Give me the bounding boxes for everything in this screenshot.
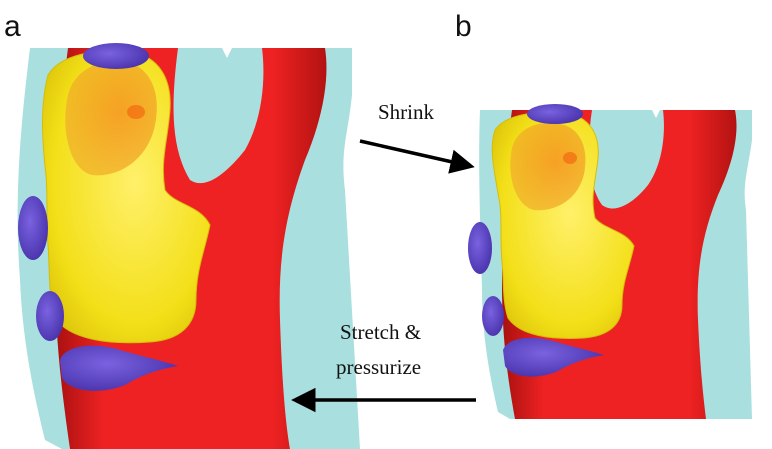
shrink-arrow <box>360 141 470 166</box>
stretch-label-line1: Stretch & <box>340 320 421 344</box>
panel-b-calcification-left-1 <box>468 222 492 274</box>
panel-b-lipid-spot <box>563 152 577 164</box>
panel-a-lipid-spot <box>127 105 145 119</box>
stretch-label-line2: pressurize <box>336 355 421 379</box>
panel-a-label: a <box>4 10 21 43</box>
panel-b-calcification-left-2 <box>482 296 504 336</box>
panel-a-calcification-top <box>83 43 149 69</box>
panel-b: b <box>455 10 752 419</box>
panel-b-calcification-top <box>527 104 583 124</box>
panel-a: a <box>4 10 360 449</box>
panel-b-label: b <box>455 10 472 43</box>
shrink-label: Shrink <box>378 100 435 124</box>
panel-a-calcification-left-2 <box>36 291 64 341</box>
panel-a-calcification-left-1 <box>18 196 48 260</box>
shrink-annotation: Shrink <box>360 100 470 166</box>
